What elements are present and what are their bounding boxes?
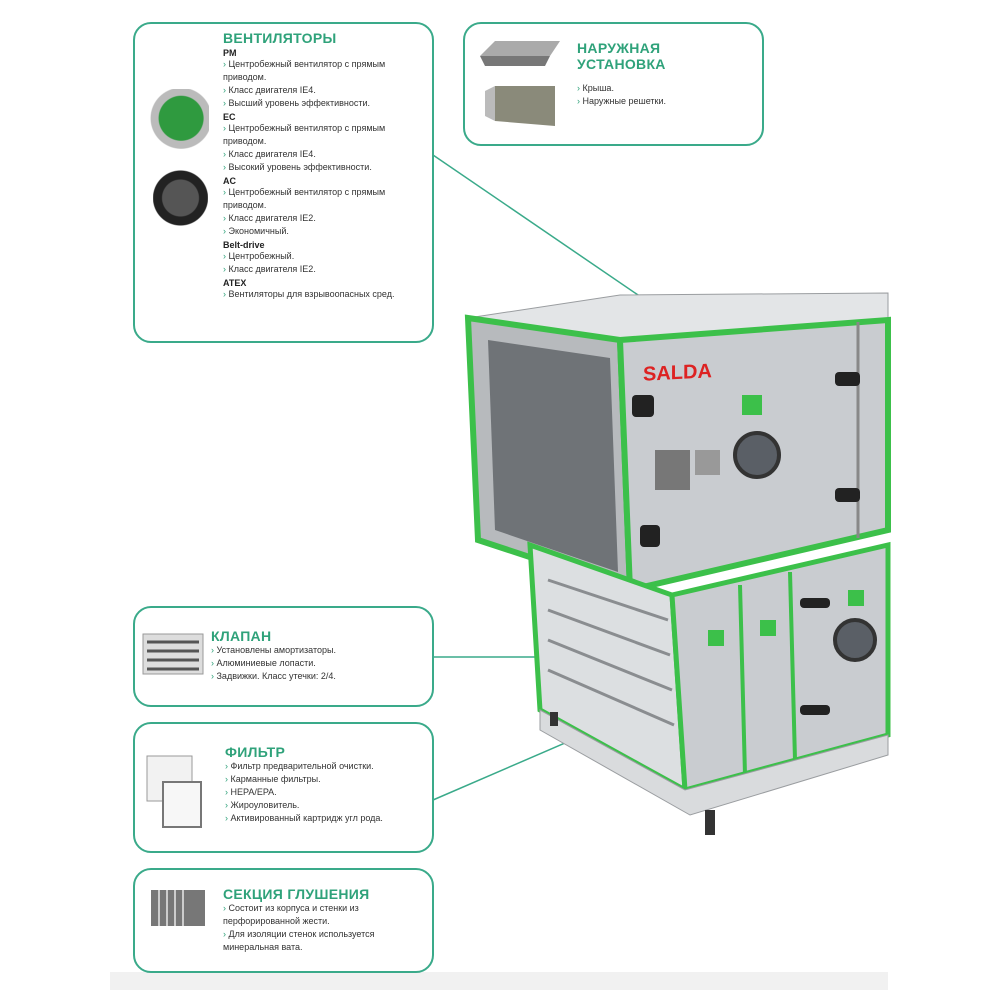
filter-card: ФИЛЬТР Фильтр предварительной очистки.Ка… <box>133 722 434 853</box>
feature-item: Крыша. <box>577 82 666 95</box>
filter-title: ФИЛЬТР <box>225 744 286 760</box>
fan-type-label: PM <box>223 48 237 58</box>
feature-item: Центробежный вентилятор с прямым приводо… <box>223 58 428 84</box>
base-frame <box>539 709 889 816</box>
pm-fan-image <box>147 89 209 154</box>
damper-image <box>142 633 204 675</box>
feature-item: Высокий уровень эффективности. <box>223 161 428 174</box>
fan-type-label: ATEX <box>223 278 247 288</box>
feature-item: Центробежный. <box>223 250 428 263</box>
outdoor-card: НАРУЖНАЯ УСТАНОВКА Крыша.Наружные решетк… <box>463 22 764 146</box>
silencer-image <box>151 890 205 926</box>
outdoor-image <box>480 41 560 126</box>
feature-item: Высший уровень эффективности. <box>223 97 428 110</box>
damper-card: КЛАПАН Установлены амортизаторы.Алюминие… <box>133 606 434 707</box>
feature-item: Для изоляции стенок используется минерал… <box>223 928 428 954</box>
brand-logo: SALDA <box>643 360 712 386</box>
feature-item: Центробежный вентилятор с прямым приводо… <box>223 122 428 148</box>
fan-type-label: Belt-drive <box>223 240 265 250</box>
fan-symbol <box>742 395 762 415</box>
feature-item: Вентиляторы для взрывоопасных сред. <box>223 288 428 301</box>
feature-item: Экономичный. <box>223 225 428 238</box>
feature-item: Установлены амортизаторы. <box>211 644 336 657</box>
filter-image <box>146 755 202 828</box>
feature-item: Класс двигателя IE2. <box>223 263 428 276</box>
feature-item: Класс двигателя IE4. <box>223 84 428 97</box>
outdoor-title-1: НАРУЖНАЯ <box>577 40 661 56</box>
viewport-lower <box>833 618 877 662</box>
feature-item: Жироуловитель. <box>225 799 383 812</box>
feature-item: Класс двигателя IE4. <box>223 148 428 161</box>
fans-card: ВЕНТИЛЯТОРЫ PMЦентробежный вентилятор с … <box>133 22 434 343</box>
ec-fan-image <box>153 169 208 227</box>
feature-item: Состоит из корпуса и стенки из перфориро… <box>223 902 428 928</box>
fan-type-label: AC <box>223 176 236 186</box>
feature-item: HEPA/EPA. <box>225 786 383 799</box>
viewport-upper <box>733 431 781 479</box>
feature-item: Алюминиевые лопасти. <box>211 657 336 670</box>
damper-title: КЛАПАН <box>211 628 272 644</box>
feature-item: Центробежный вентилятор с прямым приводо… <box>223 186 428 212</box>
feature-item: Задвижки. Класс утечки: 2/4. <box>211 670 336 683</box>
footer-strip <box>110 972 888 990</box>
feature-item: Класс двигателя IE2. <box>223 212 428 225</box>
silencer-title: СЕКЦИЯ ГЛУШЕНИЯ <box>223 886 370 902</box>
feature-item: Наружные решетки. <box>577 95 667 108</box>
feature-item: Активированный картридж угл рода. <box>225 812 383 825</box>
feature-item: Карманные фильтры. <box>225 773 383 786</box>
fans-title: ВЕНТИЛЯТОРЫ <box>223 30 337 46</box>
fan-type-label: EC <box>223 112 236 122</box>
feature-item: Фильтр предварительной очистки. <box>225 760 383 773</box>
outdoor-title-2: УСТАНОВКА <box>577 56 666 72</box>
silencer-card: СЕКЦИЯ ГЛУШЕНИЯ Состоит из корпуса и сте… <box>133 868 434 973</box>
